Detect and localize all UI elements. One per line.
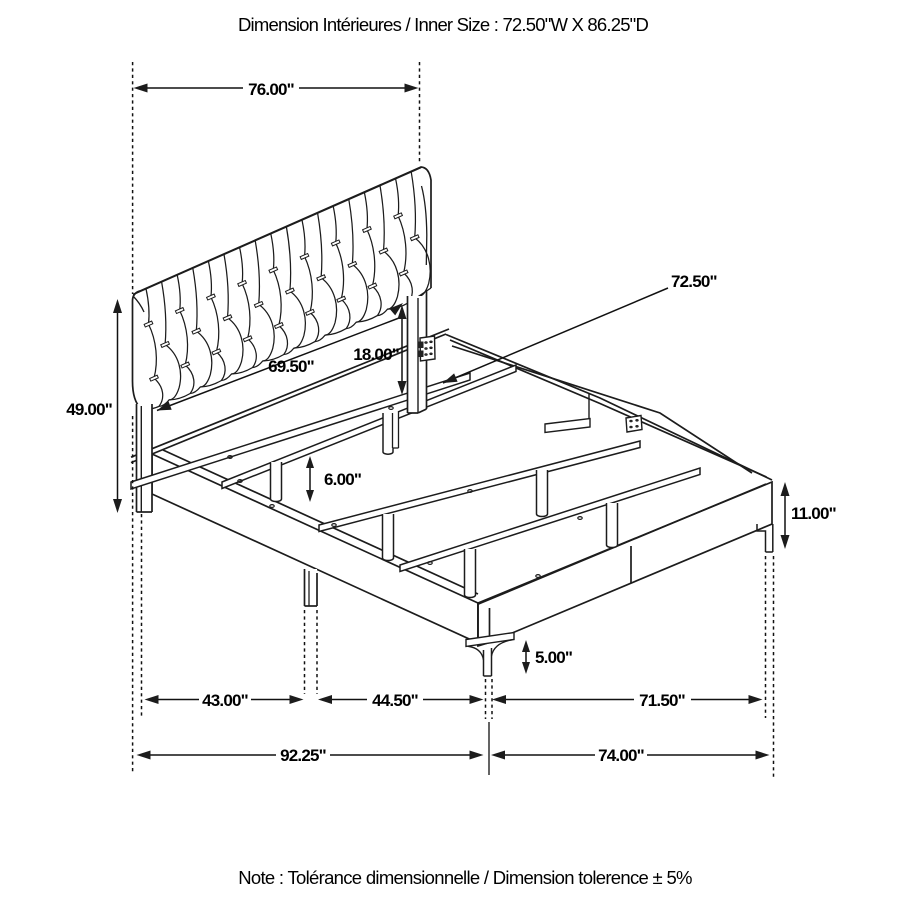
svg-text:5.00": 5.00" [535,648,572,667]
svg-text:18.00": 18.00" [353,345,399,364]
svg-text:Note : Tolérance dimensionnell: Note : Tolérance dimensionnelle / Dimens… [238,867,692,888]
svg-text:43.00": 43.00" [202,691,248,710]
svg-text:92.25": 92.25" [280,746,326,765]
svg-text:76.00": 76.00" [248,80,294,99]
svg-text:6.00": 6.00" [324,470,361,489]
svg-text:Dimension Intérieures / Inner: Dimension Intérieures / Inner Size : 72.… [238,14,648,35]
svg-text:49.00": 49.00" [66,400,112,419]
svg-text:72.50": 72.50" [671,272,717,291]
svg-text:71.50": 71.50" [639,691,685,710]
svg-text:69.50": 69.50" [268,357,314,376]
svg-text:11.00": 11.00" [791,504,836,523]
svg-text:44.50": 44.50" [372,691,418,710]
svg-text:74.00": 74.00" [598,746,644,765]
